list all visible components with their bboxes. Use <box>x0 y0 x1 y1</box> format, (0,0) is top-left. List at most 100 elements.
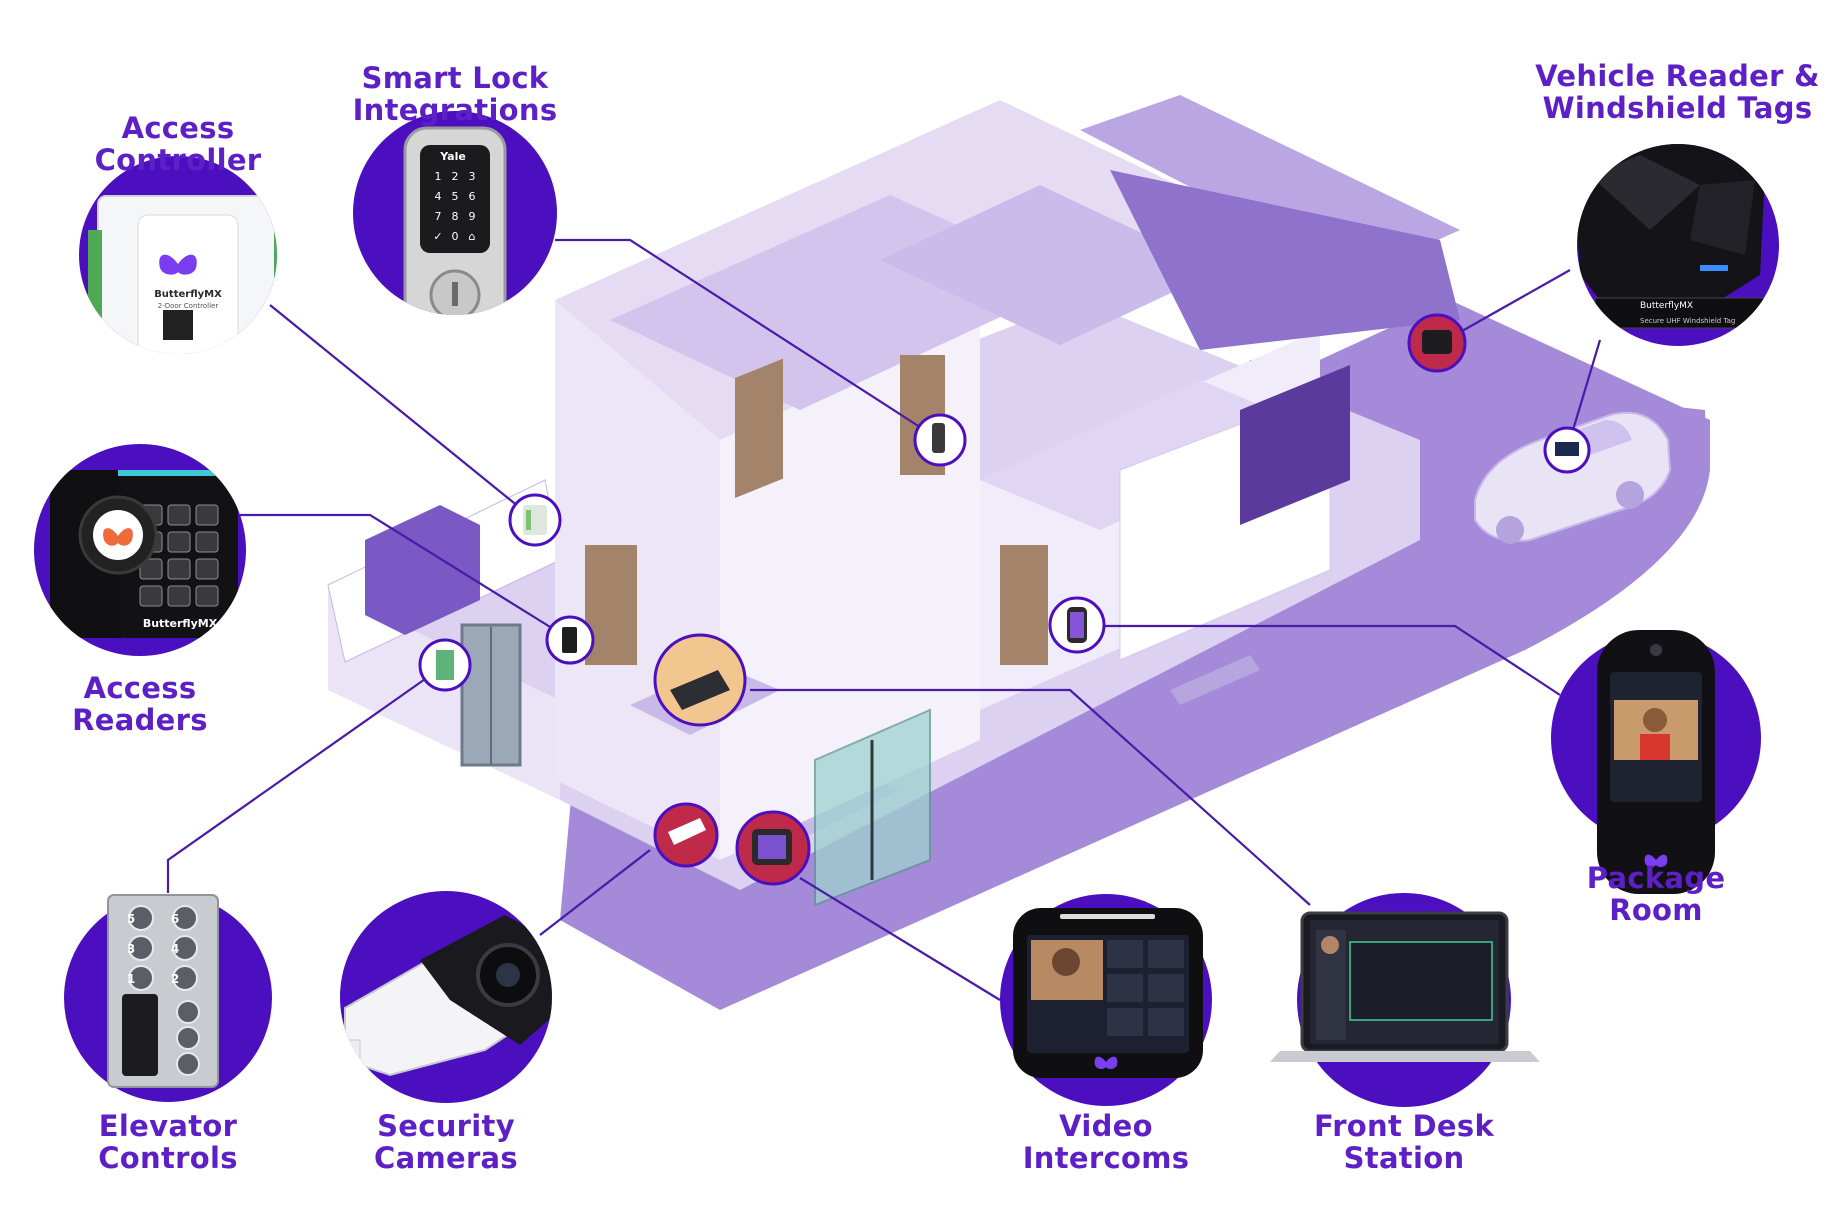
label-package-room-line1: Package <box>1586 861 1726 895</box>
connector-security-cameras <box>539 849 651 936</box>
label-video-intercoms-line2: Intercoms <box>1022 1141 1190 1175</box>
label-vehicle-reader-line1: Vehicle Reader & <box>1535 59 1820 93</box>
label-security-cameras-line1: Security <box>377 1109 515 1143</box>
label-access-controller: Access Controller <box>68 112 288 176</box>
lock-brand-text: Yale <box>439 150 466 163</box>
hotspot-controller <box>508 493 562 547</box>
label-package-room: Package Room <box>1556 862 1756 926</box>
controller-brand-text: ButterflyMX <box>154 289 222 300</box>
svg-text:6: 6 <box>469 190 476 203</box>
hotspot-camera <box>653 802 719 868</box>
svg-text:6: 6 <box>171 912 179 926</box>
package-room-feature <box>1551 630 1761 894</box>
label-front-desk: Front Desk Station <box>1284 1110 1524 1174</box>
connector-access-controller <box>269 304 536 521</box>
connector-front-desk <box>750 688 1311 906</box>
svg-text:8: 8 <box>452 210 459 223</box>
video-intercom-icon <box>1013 908 1203 1078</box>
label-smart-lock-line1: Smart Lock <box>361 61 549 95</box>
svg-text:3: 3 <box>127 942 135 956</box>
svg-text:5: 5 <box>452 190 459 203</box>
access-controller-feature: ButterflyMX 2-Door Controller <box>79 156 277 354</box>
hotspot-smart-lock <box>913 413 967 467</box>
connector-video-intercom <box>799 877 1001 1001</box>
label-elevator-controls-line2: Controls <box>98 1141 238 1175</box>
label-vehicle-reader-line2: Windshield Tags <box>1542 91 1813 125</box>
lift-block <box>365 505 480 635</box>
video-intercoms-feature <box>1000 894 1212 1106</box>
vehicle-reader-feature: ButterflyMX Secure UHF Windshield Tag <box>1577 144 1779 346</box>
connector-vehicle-reader <box>1454 269 1571 336</box>
elevator-digits: 5 6 3 4 1 2 <box>127 912 179 986</box>
controller-model-text: 2-Door Controller <box>158 302 219 310</box>
door-upper <box>735 358 783 499</box>
svg-text:4: 4 <box>171 942 179 956</box>
svg-text:9: 9 <box>469 210 476 223</box>
vehicle-brand-text: ButterflyMX <box>1640 301 1693 311</box>
svg-text:2: 2 <box>171 972 179 986</box>
connector-access-readers <box>240 513 556 631</box>
hotspot-package <box>1048 596 1106 654</box>
label-access-controller-line1: Access <box>121 111 235 145</box>
garage-door <box>1240 365 1350 525</box>
elevator-buttons <box>128 905 200 1076</box>
label-access-controller-line2: Controller <box>94 143 262 177</box>
svg-text:⌂: ⌂ <box>469 230 476 243</box>
label-elevator-controls: Elevator Controls <box>58 1110 278 1174</box>
hotspot-windshield <box>1543 426 1591 474</box>
label-vehicle-reader: Vehicle Reader & Windshield Tags <box>1520 60 1835 124</box>
label-front-desk-line2: Station <box>1343 1141 1465 1175</box>
svg-text:1: 1 <box>435 170 442 183</box>
label-video-intercoms: Video Intercoms <box>996 1110 1216 1174</box>
hotspot-vehicle-reader <box>1407 313 1467 373</box>
building-illustration <box>327 95 1710 1010</box>
vehicle-reader-icon: ButterflyMX Secure UHF Windshield Tag <box>1577 144 1768 329</box>
label-front-desk-line1: Front Desk <box>1313 1109 1495 1143</box>
label-video-intercoms-line1: Video <box>1059 1109 1153 1143</box>
svg-text:✓: ✓ <box>433 230 442 243</box>
keypad-reader-icon: ButterflyMX <box>50 470 238 638</box>
access-readers-feature: ButterflyMX <box>34 444 246 656</box>
hotspot-front-desk <box>653 633 747 727</box>
label-security-cameras: Security Cameras <box>336 1110 556 1174</box>
hotspots <box>418 313 1591 886</box>
door-right <box>1000 545 1048 665</box>
reader-brand-text: ButterflyMX <box>143 617 218 630</box>
svg-text:0: 0 <box>452 230 459 243</box>
svg-text:5: 5 <box>127 912 135 926</box>
front-desk-feature <box>1270 893 1540 1107</box>
laptop-icon <box>1270 911 1540 1062</box>
connector-elevator <box>166 664 446 893</box>
hotspot-intercom <box>735 810 811 886</box>
hotspot-access-reader <box>545 615 595 665</box>
security-cameras-feature <box>340 891 552 1103</box>
svg-text:2: 2 <box>452 170 459 183</box>
elevator-keypad-icon: 5 6 3 4 1 2 <box>107 894 219 1088</box>
upper-room-floor-2 <box>880 185 1220 345</box>
label-access-readers: Access Readers <box>40 672 240 736</box>
connector-package-room <box>1090 624 1561 696</box>
label-security-cameras-line2: Cameras <box>374 1141 518 1175</box>
connector-windshield <box>1568 339 1602 441</box>
garden-bed <box>1110 170 1460 350</box>
label-access-readers-line1: Access <box>83 671 197 705</box>
label-access-readers-line2: Readers <box>72 703 208 737</box>
svg-text:7: 7 <box>435 210 442 223</box>
right-block-top <box>980 380 1320 530</box>
access-controller-icon: ButterflyMX 2-Door Controller <box>88 195 277 354</box>
hotspot-elevator <box>418 638 472 692</box>
svg-text:1: 1 <box>127 972 135 986</box>
label-elevator-controls-line1: Elevator <box>98 1109 238 1143</box>
label-smart-lock: Smart Lock Integrations <box>330 62 580 126</box>
tag-caption-text: Secure UHF Windshield Tag <box>1640 317 1735 325</box>
package-intercom-icon <box>1597 630 1715 894</box>
bench <box>1170 655 1260 705</box>
svg-text:3: 3 <box>469 170 476 183</box>
label-package-room-line2: Room <box>1609 893 1703 927</box>
svg-text:4: 4 <box>435 190 442 203</box>
connector-lines <box>166 238 1602 1001</box>
connector-smart-lock <box>555 238 941 441</box>
